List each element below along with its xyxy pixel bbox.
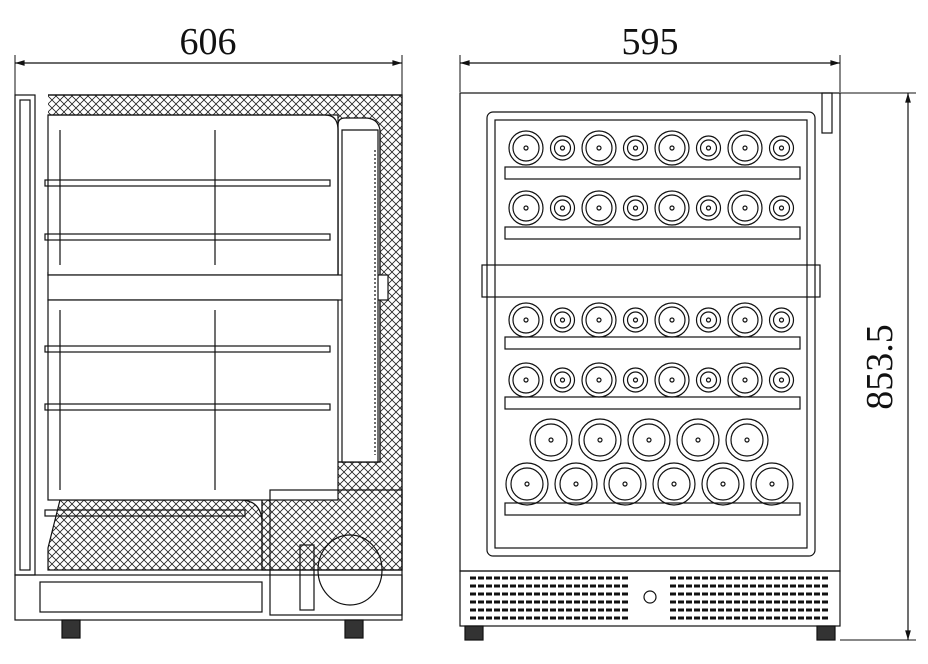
depth-label: 606 [180,21,237,63]
bottle [581,302,617,338]
bottle [727,190,763,226]
width-label: 595 [622,21,679,63]
bottle [581,190,617,226]
bottle [508,130,544,166]
bottle [622,195,649,221]
depth-dimension: 606 [14,21,403,100]
bottle [549,135,576,161]
bottle [505,462,549,506]
width-dimension: 595 [459,21,841,92]
bottle [725,418,769,462]
bottle [508,362,544,398]
side-section-view [14,94,403,639]
lock-icon [643,590,657,604]
bottle [581,130,617,166]
bottle [627,418,671,462]
ventilation-grille [459,570,841,627]
bottle [768,195,795,221]
bottle [529,418,573,462]
bottle [622,307,649,333]
bottle [622,135,649,161]
bottle [676,418,720,462]
bottle [695,135,722,161]
bottle [695,307,722,333]
shelves-front [504,166,801,516]
bottle [768,307,795,333]
bottle [695,367,722,393]
bottle [654,362,690,398]
bottle [654,190,690,226]
bottle [578,418,622,462]
bottle [549,367,576,393]
wine-bottles [505,130,795,506]
bottle [554,462,598,506]
bottle [695,195,722,221]
bottle [727,362,763,398]
bottle [652,462,696,506]
bottle [508,302,544,338]
bottle [654,302,690,338]
bottle [508,190,544,226]
bottle [768,367,795,393]
height-label: 853.5 [859,324,901,410]
front-view [459,92,841,641]
bottle [603,462,647,506]
bottle [701,462,745,506]
bottle [727,130,763,166]
height-dimension: 853.5 [840,92,916,641]
bottle [750,462,794,506]
bottle [549,307,576,333]
bottle [654,130,690,166]
shelves [44,179,331,517]
bottle [622,367,649,393]
bottle [727,302,763,338]
bottle [581,362,617,398]
bottle [768,135,795,161]
bottle [549,195,576,221]
